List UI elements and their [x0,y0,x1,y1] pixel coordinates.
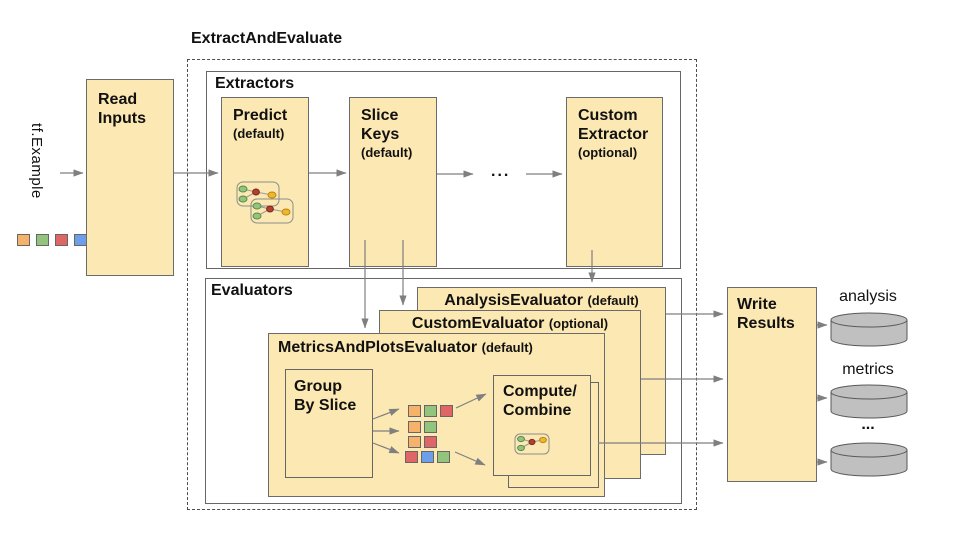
metrics-evaluator-qualifier: (default) [481,340,533,355]
orange-example-square [408,405,421,417]
predict-label: Predict [233,107,288,124]
red-example-square [440,405,453,417]
extractors-frame-label: Extractors [215,75,295,92]
other-database-icon [830,442,908,477]
diagram-title: ExtractAndEvaluate [191,30,343,47]
custom-extractor-node: Custom Extractor (optional) [566,97,663,267]
compute-combine-label-line1: Compute/ [503,383,577,400]
evaluators-frame-label: Evaluators [211,282,293,299]
custom-evaluator-label: CustomEvaluator [411,315,545,332]
metrics-database-icon [830,384,908,419]
custom-extractor-qualifier: (optional) [578,144,638,160]
extractors-frame [206,71,681,269]
blue-example-square [421,451,434,463]
red-example-square [55,234,68,246]
input-label: tf.Example [28,123,45,199]
predict-node: Predict (default) [221,97,309,267]
compute-combine-node: Compute/ Combine [493,375,591,476]
write-results-label-line2: Results [737,314,795,332]
green-example-square [424,405,437,417]
input-squares [17,234,87,246]
green-example-square [36,234,49,246]
slice-row-4 [405,451,450,463]
custom-extractor-label-line2: Extractor [578,125,649,143]
extractors-ellipsis: ... [491,163,511,180]
metrics-evaluator-card: MetricsAndPlotsEvaluator (default) Group… [268,333,605,497]
output-label-metrics: metrics [842,361,894,378]
read-inputs-label-line1: Read [98,91,138,108]
analysis-database-icon [830,312,908,347]
slice-row-1 [408,405,453,417]
red-example-square [424,436,437,448]
model-graph-icon [236,181,294,224]
orange-example-square [408,436,421,448]
group-by-slice-node: Group By Slice [285,369,373,478]
combine-graph-icon [514,433,550,455]
write-results-label-line1: Write [737,296,777,313]
extract-and-evaluate-container [187,59,697,510]
group-by-slice-label-line2: By Slice [294,396,357,414]
red-example-square [405,451,418,463]
slice-row-3 [408,436,437,448]
orange-example-square [17,234,30,246]
slice-keys-node: Slice Keys (default) [349,97,437,267]
slice-row-2 [408,421,437,433]
custom-extractor-label-line1: Custom [578,107,638,124]
group-by-slice-label-line1: Group [294,378,342,395]
output-label-analysis: analysis [839,288,897,305]
analysis-evaluator-qualifier: (default) [587,293,639,308]
slice-keys-label-line2: Keys [361,125,400,143]
orange-example-square [408,421,421,433]
read-inputs-label-line2: Inputs [98,109,146,127]
write-results-node: Write Results [727,287,817,482]
evaluators-frame [205,278,682,504]
green-example-square [424,421,437,433]
slice-keys-qualifier: (default) [361,144,413,160]
metrics-evaluator-label: MetricsAndPlotsEvaluator [278,339,478,356]
slice-keys-label-line1: Slice [361,107,399,124]
custom-evaluator-qualifier: (optional) [548,316,609,331]
read-inputs-node: Read Inputs [86,79,174,276]
output-label-ellipsis: ... [861,416,875,433]
predict-qualifier: (default) [233,125,285,141]
analysis-evaluator-label: AnalysisEvaluator [444,292,583,309]
compute-combine-label-line2: Combine [503,401,572,419]
green-example-square [437,451,450,463]
